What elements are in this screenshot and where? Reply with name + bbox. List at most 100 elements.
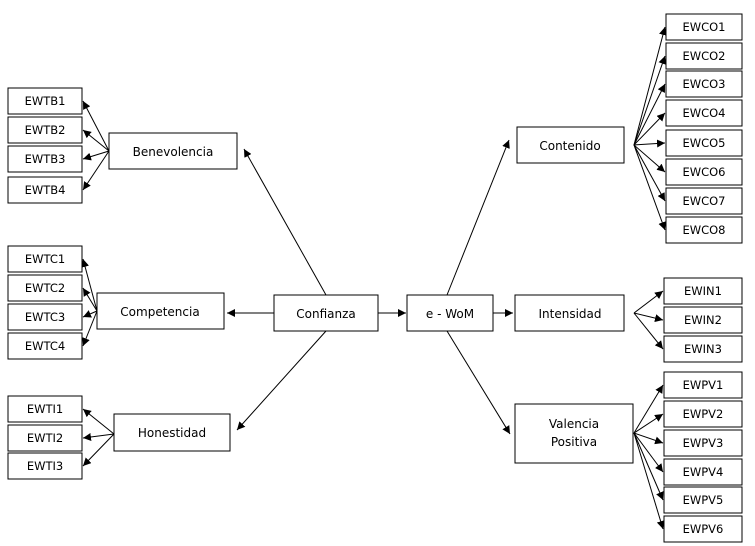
construct-competencia: Competencia (96, 292, 225, 330)
construct-valencia-positiva: Valencia Positiva (514, 403, 634, 464)
indicator-ewpv2: EWPV2 (663, 400, 743, 428)
indicator-ewpv1: EWPV1 (663, 371, 743, 399)
construct-ewom: e - WoM (406, 294, 494, 332)
indicator-ewtb3-label: EWTB3 (25, 152, 66, 166)
indicator-ewpv4: EWPV4 (663, 458, 743, 486)
arrow-ewom-valencia (446, 330, 511, 435)
arrow-intensidad-indicator-1 (633, 290, 664, 314)
indicator-ewco3-label: EWCO3 (682, 77, 725, 91)
indicator-ewtc2: EWTC2 (7, 274, 83, 302)
indicator-ewpv3: EWPV3 (663, 429, 743, 457)
indicator-ewtc4-label: EWTC4 (25, 339, 65, 353)
arrow-valencia-indicator-5 (633, 432, 664, 501)
arrow-valencia-indicator-4 (633, 432, 664, 473)
arrow-honestidad-indicator-3 (82, 433, 115, 467)
arrow-valencia-indicator-6 (633, 432, 665, 530)
arrow-competencia-indicator-2 (82, 287, 98, 312)
arrow-contenido-indicator-2 (633, 55, 667, 146)
indicator-ewtb4-label: EWTB4 (25, 183, 66, 197)
construct-competencia-label: Competencia (120, 305, 199, 319)
arrow-benevolencia-indicator-3 (82, 150, 110, 161)
indicator-ewin2-label: EWIN2 (684, 313, 722, 327)
arrow-benevolencia-indicator-2 (82, 129, 110, 152)
indicator-ewtc1-label: EWTC1 (25, 252, 65, 266)
construct-benevolencia-label: Benevolencia (133, 145, 214, 159)
construct-honestidad-label: Honestidad (138, 426, 206, 440)
indicator-ewtc2-label: EWTC2 (25, 281, 65, 295)
arrow-contenido-indicator-3 (633, 83, 666, 146)
arrow-contenido-indicator-4 (633, 112, 666, 146)
indicator-ewtb3: EWTB3 (7, 145, 83, 173)
construct-valencia-label-line1: Valencia (549, 417, 599, 431)
indicator-ewtc4: EWTC4 (7, 332, 83, 360)
edges-layer (81, 26, 667, 530)
arrow-intensidad-indicator-2 (633, 312, 664, 323)
indicator-ewti1: EWTI1 (7, 395, 83, 423)
indicator-ewtc3: EWTC3 (7, 303, 83, 331)
indicator-ewpv1-label: EWPV1 (683, 378, 724, 392)
indicator-ewtb4: EWTB4 (7, 176, 83, 204)
indicator-ewtc3-label: EWTC3 (25, 310, 65, 324)
indicator-ewtb1-label: EWTB1 (25, 94, 66, 108)
construct-contenido: Contenido (516, 126, 625, 164)
indicator-ewco8: EWCO8 (665, 216, 743, 244)
indicator-ewtb2: EWTB2 (7, 116, 83, 144)
arrow-valencia-indicator-3 (633, 432, 664, 445)
arrow-competencia-indicator-4 (82, 310, 98, 347)
indicator-ewin2: EWIN2 (663, 306, 743, 334)
arrow-valencia-indicator-1 (633, 384, 664, 434)
construct-contenido-label: Contenido (539, 139, 600, 153)
arrow-competencia-indicator-3 (82, 310, 98, 318)
indicator-ewin1: EWIN1 (663, 277, 743, 305)
construct-benevolencia: Benevolencia (108, 132, 238, 170)
indicator-ewti3: EWTI3 (7, 452, 83, 480)
construct-ewom-label: e - WoM (426, 307, 474, 321)
indicator-ewin3-label: EWIN3 (684, 342, 722, 356)
construct-valencia-label-line2: Positiva (551, 435, 597, 449)
indicator-ewco6: EWCO6 (665, 158, 743, 186)
indicator-ewco4: EWCO4 (665, 99, 743, 127)
arrow-valencia-indicator-2 (633, 413, 664, 434)
indicator-ewpv2-label: EWPV2 (683, 407, 724, 421)
indicator-ewti2-label: EWTI2 (27, 431, 63, 445)
arrow-confianza-benevolencia (243, 148, 327, 296)
indicator-ewtb1: EWTB1 (7, 87, 83, 115)
arrow-honestidad-indicator-2 (82, 433, 115, 441)
arrow-honestidad-indicator-1 (82, 408, 115, 435)
indicator-ewti3-label: EWTI3 (27, 459, 63, 473)
arrow-contenido-indicator-5 (633, 139, 666, 148)
construct-honestidad: Honestidad (113, 413, 231, 452)
construct-intensidad: Intensidad (514, 294, 625, 332)
indicator-ewti2: EWTI2 (7, 424, 83, 452)
indicator-ewco1-label: EWCO1 (682, 20, 725, 34)
indicator-ewpv6-label: EWPV6 (683, 522, 724, 536)
indicator-ewtb2-label: EWTB2 (25, 123, 66, 137)
arrow-contenido-indicator-7 (633, 144, 666, 202)
indicator-ewco1: EWCO1 (665, 13, 743, 41)
construct-confianza: Confianza (273, 294, 379, 332)
arrow-contenido-indicator-1 (633, 26, 667, 146)
construct-intensidad-label: Intensidad (538, 307, 601, 321)
indicator-ewco6-label: EWCO6 (682, 165, 725, 179)
indicator-ewco2: EWCO2 (665, 42, 743, 70)
arrow-intensidad-indicator-3 (633, 312, 664, 350)
indicator-ewco7-label: EWCO7 (682, 194, 725, 208)
indicator-ewco2-label: EWCO2 (682, 49, 725, 63)
indicator-ewco5: EWCO5 (665, 129, 743, 157)
arrow-contenido-indicator-6 (633, 144, 666, 173)
indicator-ewpv3-label: EWPV3 (683, 436, 724, 450)
arrow-ewom-contenido (446, 139, 510, 296)
indicator-ewpv5: EWPV5 (663, 486, 743, 514)
construct-confianza-label: Confianza (296, 307, 356, 321)
arrow-benevolencia-indicator-1 (82, 100, 110, 152)
indicator-ewco7: EWCO7 (665, 187, 743, 215)
indicator-ewti1-label: EWTI1 (27, 402, 63, 416)
arrow-benevolencia-indicator-4 (82, 150, 110, 191)
indicator-ewpv4-label: EWPV4 (683, 465, 724, 479)
indicator-ewco5-label: EWCO5 (682, 136, 725, 150)
indicator-ewco8-label: EWCO8 (682, 223, 725, 237)
arrow-contenido-indicator-8 (633, 144, 667, 231)
indicator-ewpv5-label: EWPV5 (683, 493, 724, 507)
arrow-confianza-honestidad (236, 330, 327, 431)
